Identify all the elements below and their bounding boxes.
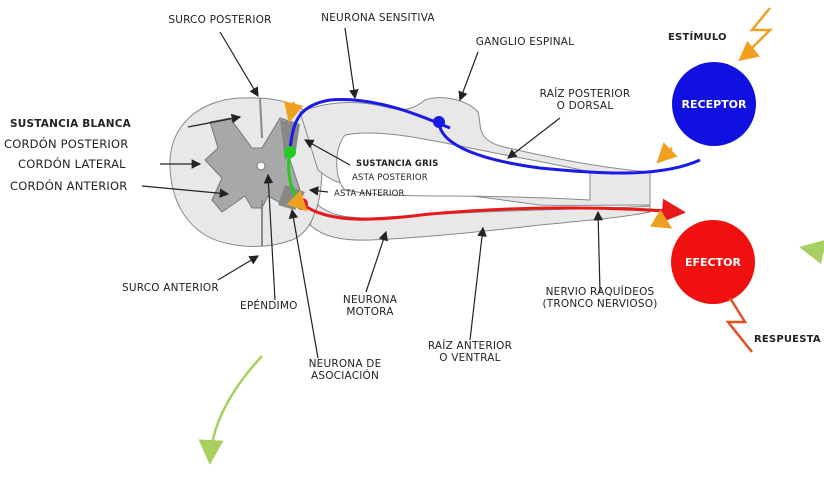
label-sustancia-blanca: SUSTANCIA BLANCA [10, 118, 131, 130]
label-cordon-posterior: CORDÓN POSTERIOR [4, 138, 128, 150]
response-lightning-icon [728, 298, 752, 352]
label-asta-posterior: ASTA POSTERIOR [352, 172, 428, 184]
label-cordon-anterior: CORDÓN ANTERIOR [10, 180, 127, 192]
label-cordon-lateral: CORDÓN LATERAL [18, 158, 126, 170]
stimulus-arrow [742, 50, 752, 58]
central-canal [257, 162, 265, 170]
ganglion-cell-body [433, 116, 445, 128]
label-receptor: RECEPTOR [674, 98, 754, 111]
association-cell-body [284, 146, 296, 158]
label-raiz-anterior-1: RAÍZ ANTERIOR [410, 340, 530, 352]
green-curve-arrow [210, 356, 262, 460]
stimulus-lightning-icon [745, 8, 770, 55]
label-raiz-posterior-1: RAÍZ POSTERIOR [525, 88, 645, 100]
label-neurona-asociacion-2: ASOCIACIÓN [290, 370, 400, 382]
green-side-arrow [804, 248, 824, 252]
motor-cell-body [296, 198, 308, 210]
label-nervio-raquideo-2: (TRONCO NERVIOSO) [530, 298, 670, 310]
label-efector: EFECTOR [673, 256, 753, 269]
label-sustancia-gris: SUSTANCIA GRIS [356, 158, 439, 170]
label-surco-posterior: SURCO POSTERIOR [150, 14, 290, 26]
receptor-to-nerve-arrow [660, 148, 672, 160]
label-estimulo: ESTÍMULO [668, 32, 727, 44]
label-raiz-posterior-2: O DORSAL [525, 100, 645, 112]
label-nervio-raquideo-1: NERVIO RAQUÍDEOS [530, 286, 670, 298]
label-neurona-motora-2: MOTORA [330, 306, 410, 318]
label-neurona-motora-1: NEURONA [330, 294, 410, 306]
label-raiz-anterior-2: O VENTRAL [410, 352, 530, 364]
label-ependimo: EPÉNDIMO [240, 300, 298, 312]
label-neurona-asociacion-1: NEURONA DE [290, 358, 400, 370]
label-ganglio-espinal: GANGLIO ESPINAL [460, 36, 590, 48]
label-respuesta: RESPUESTA [754, 334, 821, 346]
nerve-to-effector-arrow [655, 218, 668, 226]
label-asta-anterior: ASTA ANTERIOR [334, 188, 405, 200]
label-neurona-sensitiva: NEURONA SENSITIVA [308, 12, 448, 24]
label-surco-anterior: SURCO ANTERIOR [122, 282, 219, 294]
